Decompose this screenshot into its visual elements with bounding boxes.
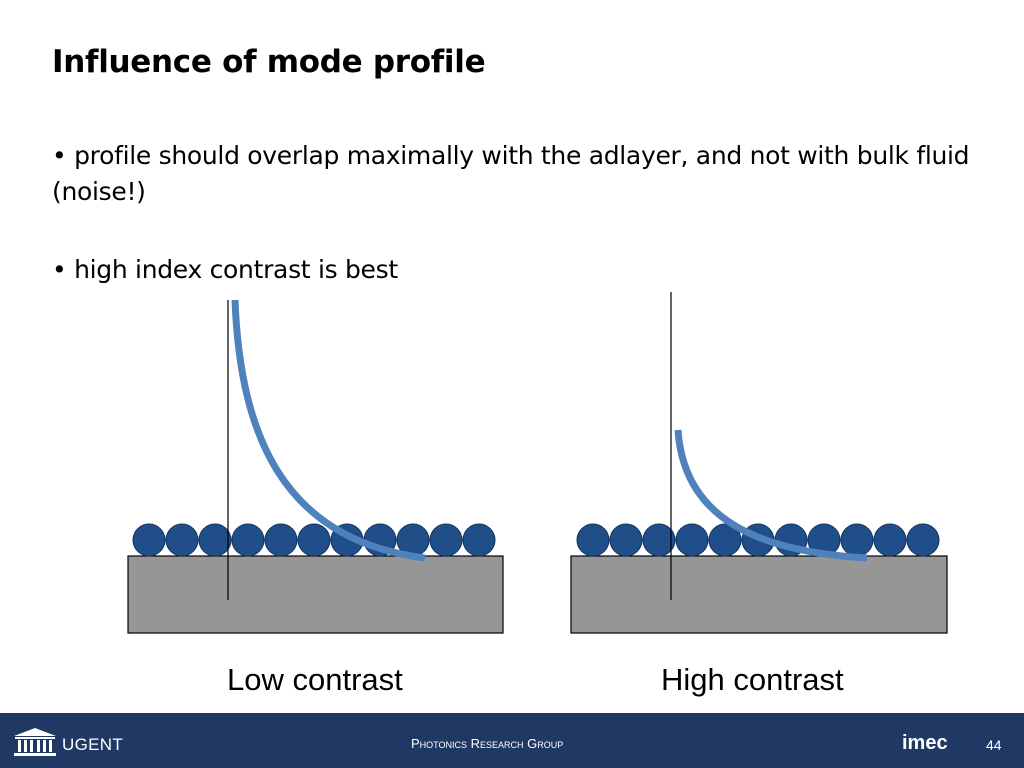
caption-high-contrast: High contrast <box>661 662 844 697</box>
adlayer-molecule <box>609 523 643 557</box>
adlayer-molecule <box>429 523 463 557</box>
ugent-building-icon <box>14 728 56 756</box>
slide-title: Influence of mode profile <box>52 44 486 80</box>
adlayer-molecule <box>675 523 709 557</box>
footer-bar: UGENT Photonics Research Group imec 44 <box>0 713 1024 768</box>
substrate-low <box>127 555 504 634</box>
ugent-label: UGENT <box>62 735 123 754</box>
adlayer-molecule <box>708 523 742 557</box>
adlayer-molecules-high <box>576 523 940 557</box>
adlayer-molecule <box>132 523 166 557</box>
adlayer-molecule <box>264 523 298 557</box>
adlayer-molecule <box>642 523 676 557</box>
adlayer-molecule <box>231 523 265 557</box>
mode-profile-low <box>231 299 426 562</box>
adlayer-molecule <box>873 523 907 557</box>
adlayer-molecule <box>198 523 232 557</box>
research-group-label: Photonics Research Group <box>411 736 564 751</box>
adlayer-molecule <box>840 523 874 557</box>
bullet-contrast: • high index contrast is best <box>52 255 398 284</box>
adlayer-molecules-low <box>132 523 496 557</box>
adlayer-molecule <box>462 523 496 557</box>
caption-low-contrast: Low contrast <box>227 662 403 697</box>
high-contrast-panel <box>570 292 948 634</box>
mode-profile-diagram <box>127 292 948 634</box>
adlayer-molecule <box>297 523 331 557</box>
page-number: 44 <box>986 737 1002 753</box>
imec-logo: imec <box>902 732 948 754</box>
adlayer-molecule <box>576 523 610 557</box>
adlayer-molecule <box>165 523 199 557</box>
mode-profile-high <box>674 429 868 562</box>
low-contrast-panel <box>127 299 504 634</box>
adlayer-molecule <box>906 523 940 557</box>
substrate-high <box>570 555 948 634</box>
bullet-overlap: • profile should overlap maximally with … <box>52 141 970 206</box>
